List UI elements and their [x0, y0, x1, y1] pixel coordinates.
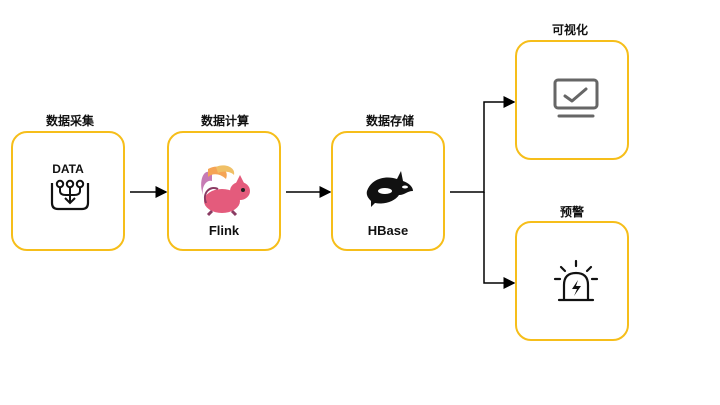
arrow-storage-to-visual: [450, 96, 516, 193]
hbase-caption: HBase: [367, 223, 409, 238]
data-collect-icon: [50, 179, 90, 211]
node-visual: [515, 40, 629, 160]
node-storage: HBase: [331, 131, 445, 251]
node-label-visual: 可视化: [551, 23, 588, 37]
alarm-siren-icon: [553, 259, 599, 302]
monitor-chart-icon: [553, 78, 599, 118]
node-alert: [515, 221, 629, 341]
node-collect: DATA: [11, 131, 125, 251]
node-label-compute: 数据计算: [200, 114, 249, 128]
flink-squirrel-icon: [201, 165, 250, 217]
node-compute: Flink: [167, 131, 281, 251]
hbase-orca-icon: [366, 171, 413, 207]
node-label-collect: 数据采集: [45, 114, 94, 128]
arrow-storage-to-alert: [483, 192, 516, 289]
node-label-alert: 预警: [559, 205, 584, 219]
node-label-storage: 数据存储: [365, 114, 414, 128]
data-icon-text: DATA: [52, 162, 84, 176]
flink-caption: Flink: [208, 223, 240, 238]
